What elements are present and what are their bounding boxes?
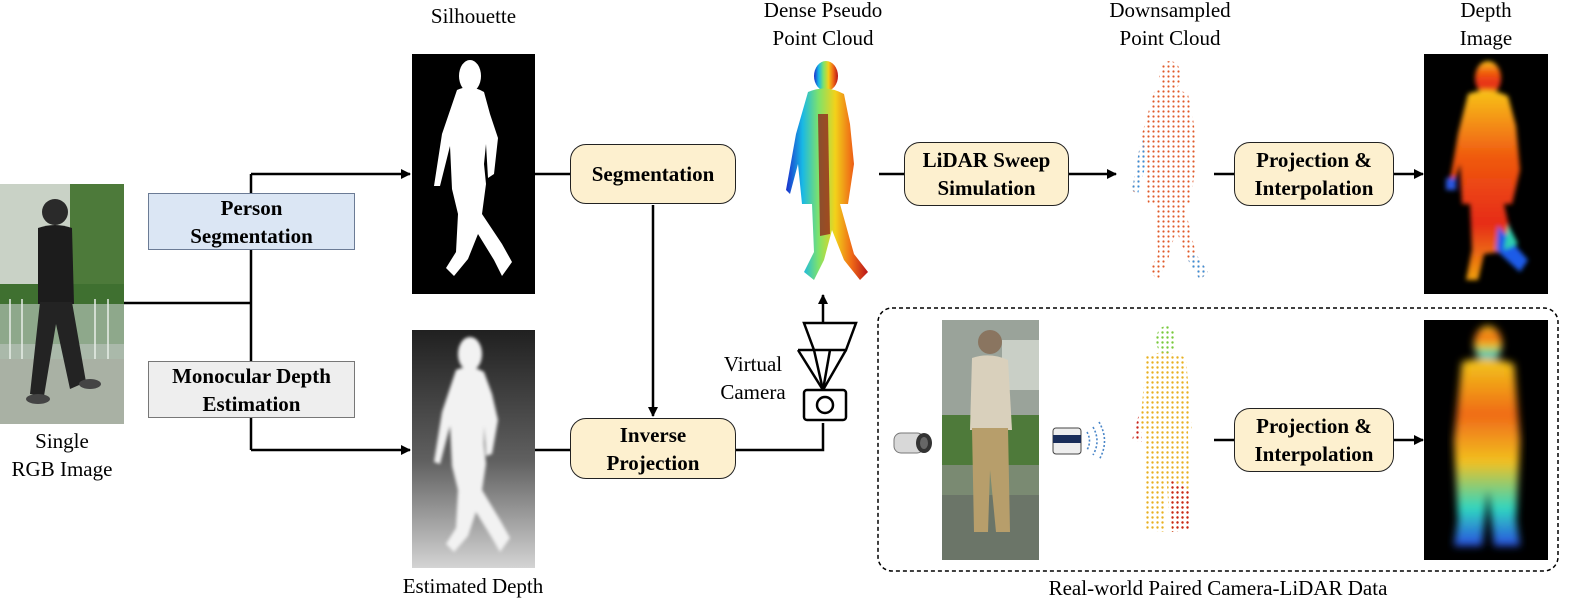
real-point-cloud-image [1120, 320, 1214, 560]
dense-cloud-caption-line1: Dense Pseudo [763, 0, 883, 22]
depth-image-top [1424, 54, 1548, 294]
projection-interpolation-bottom-box: Projection & Interpolation [1234, 408, 1394, 472]
dense-cloud-caption: Dense Pseudo Point Cloud [738, 0, 908, 52]
depth-image-bottom [1424, 320, 1548, 560]
estimated-depth-image [412, 330, 535, 568]
dense-cloud-caption-line2: Point Cloud [772, 26, 874, 50]
projection-interpolation-bottom-line1: Projection & [1256, 414, 1372, 438]
downsampled-caption-line1: Downsampled [1109, 0, 1231, 22]
projection-interpolation-top-box: Projection & Interpolation [1234, 142, 1394, 206]
person-segmentation-line1: Person [220, 195, 283, 220]
virtual-camera-caption: Virtual Camera [712, 350, 794, 406]
lidar-sweep-box: LiDAR Sweep Simulation [904, 142, 1069, 206]
monocular-depth-line2: Estimation [202, 391, 301, 416]
virtual-camera-caption-line2: Camera [720, 380, 786, 404]
dense-point-cloud-image [768, 54, 879, 292]
downsampled-caption-line2: Point Cloud [1119, 26, 1221, 50]
projection-interpolation-bottom-line2: Interpolation [1254, 442, 1374, 466]
person-segmentation-box: Person Segmentation [148, 193, 355, 250]
rgb-image-caption-line1: Single [35, 429, 89, 453]
silhouette-caption: Silhouette [430, 4, 517, 28]
projection-interpolation-top-line1: Projection & [1256, 148, 1372, 172]
real-world-caption: Real-world Paired Camera-LiDAR Data [1048, 576, 1388, 600]
lidar-sweep-line2: Simulation [937, 176, 1036, 200]
downsampled-point-cloud-image [1116, 54, 1214, 294]
inverse-projection-box: Inverse Projection [570, 418, 736, 479]
projection-interpolation-top-line2: Interpolation [1254, 176, 1374, 200]
real-photo-image [942, 320, 1039, 560]
rgb-image-caption: Single RGB Image [0, 427, 132, 483]
rgb-image-caption-line2: RGB Image [11, 457, 113, 481]
camera-device-icon [892, 428, 934, 458]
silhouette-image [412, 54, 535, 294]
rgb-image [0, 184, 124, 424]
lidar-device-icon [1050, 418, 1110, 466]
segmentation-box: Segmentation [570, 144, 736, 204]
monocular-depth-box: Monocular Depth Estimation [148, 361, 355, 418]
virtual-camera-caption-line1: Virtual [723, 352, 783, 376]
depth-image-caption-line1: Depth [1460, 0, 1512, 22]
inverse-projection-line2: Projection [606, 450, 700, 475]
downsampled-caption: Downsampled Point Cloud [1085, 0, 1255, 52]
depth-image-caption: Depth Image [1424, 0, 1548, 52]
person-segmentation-line2: Segmentation [190, 223, 313, 248]
estimated-depth-caption: Estimated Depth [402, 574, 544, 598]
monocular-depth-line1: Monocular Depth [172, 363, 331, 388]
inverse-projection-line1: Inverse [619, 422, 687, 447]
virtual-camera-icon [790, 320, 860, 424]
depth-image-caption-line2: Image [1459, 26, 1513, 50]
lidar-sweep-line1: LiDAR Sweep [922, 148, 1051, 172]
